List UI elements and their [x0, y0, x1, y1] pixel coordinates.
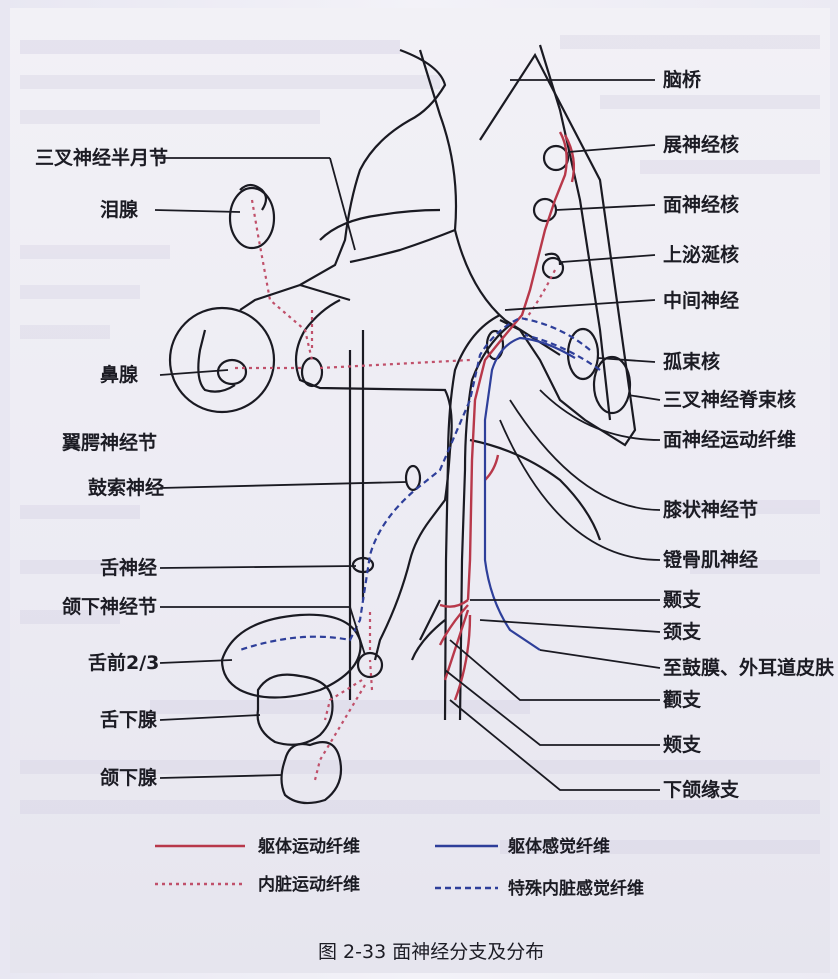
label-cervical-branch: 颈支 [663, 621, 702, 643]
petrous-ridge [420, 50, 560, 355]
tongue-outline [222, 615, 361, 698]
label-solitary-nucleus: 孤束核 [663, 350, 720, 373]
label-zygomatic-branch: 颧支 [663, 689, 702, 711]
visceral-motor-fibers [235, 200, 555, 780]
abducens-nucleus-shape [544, 146, 568, 170]
lacrimal-gland-shape [230, 188, 274, 248]
spinal-trig-nucleus-shape [594, 357, 630, 413]
label-temporal-branch: 颞支 [662, 589, 702, 611]
label-facial-nucleus: 面神经核 [663, 193, 739, 216]
label-pterygopalatine-ganglion: 翼腭神经节 [61, 431, 157, 454]
legend-somatic-motor: 躯体运动纤维 [257, 836, 360, 857]
figure-caption: 图 2-33 面神经分支及分布 [318, 941, 544, 963]
label-facial-motor-fibers: 面神经运动纤维 [663, 428, 796, 451]
label-marginal-mandibular-branch: 下颌缘支 [663, 778, 740, 801]
labels: 脑桥 展神经核 面神经核 上泌涎核 中间神经 孤束核 三叉神经脊束核 面神经运动… [35, 68, 835, 801]
label-nasal-gland: 鼻腺 [100, 363, 139, 386]
label-chorda-tympani: 鼓索神经 [88, 476, 164, 499]
legend: 躯体运动纤维 内脏运动纤维 躯体感觉纤维 特殊内脏感觉纤维 [155, 836, 644, 899]
label-stapedius-nerve: 镫骨肌神经 [663, 548, 758, 571]
label-lacrimal-gland: 泪腺 [100, 198, 139, 221]
nasal-circle [170, 308, 274, 412]
legend-special-visceral-sensory: 特殊内脏感觉纤维 [508, 878, 644, 899]
label-lingual-nerve: 舌神经 [100, 556, 157, 579]
label-sublingual-gland: 舌下腺 [100, 708, 158, 731]
label-buccal-branch: 颊支 [663, 733, 702, 756]
label-submandibular-ganglion: 颌下神经节 [62, 595, 157, 618]
label-to-tympanic-membrane: 至鼓膜、外耳道皮肤 [663, 656, 835, 679]
pons-outline [480, 55, 635, 445]
legend-visceral-motor: 内脏运动纤维 [258, 874, 360, 895]
label-intermediate-nerve: 中间神经 [663, 289, 739, 312]
label-geniculate-ganglion: 膝状神经节 [663, 498, 758, 521]
label-submandibular-gland: 颌下腺 [100, 766, 158, 789]
somatic-sensory-fibers [485, 338, 575, 650]
label-spinal-trigeminal-nucleus: 三叉神经脊束核 [663, 388, 796, 411]
label-anterior-tongue: 舌前2/3 [88, 651, 159, 674]
label-superior-salivatory-nucleus: 上泌涎核 [663, 243, 739, 266]
legend-somatic-sensory: 躯体感觉纤维 [507, 836, 610, 857]
label-abducens-nucleus: 展神经核 [663, 133, 739, 156]
internal-acoustic [350, 230, 455, 262]
label-pons: 脑桥 [662, 68, 702, 91]
label-trigeminal-ganglion: 三叉神经半月节 [35, 146, 168, 169]
pterygopalatine-ganglion-shape [302, 358, 322, 386]
